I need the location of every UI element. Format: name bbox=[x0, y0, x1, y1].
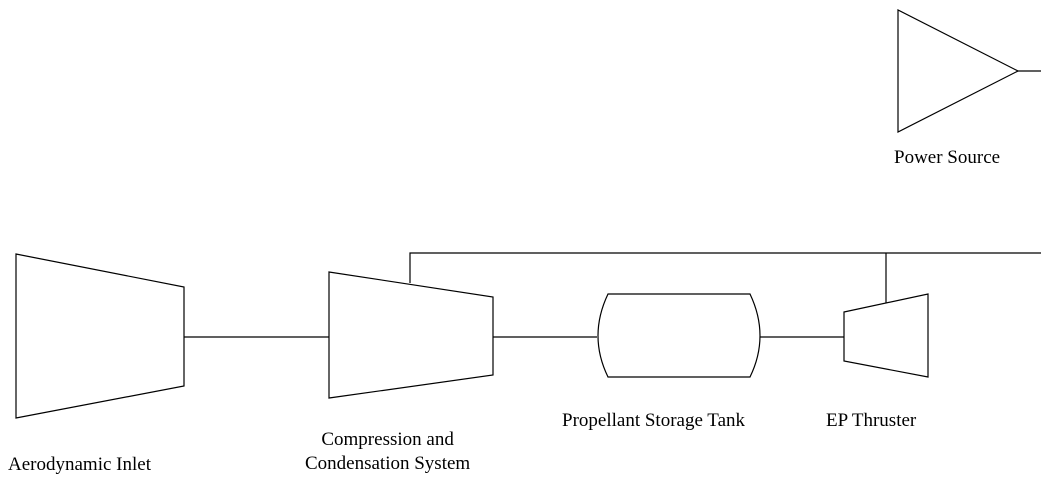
power-source-label: Power Source bbox=[894, 147, 1001, 168]
power-bus-wire bbox=[409, 252, 1041, 283]
propellant-tank-label: Propellant Storage Tank bbox=[562, 410, 746, 431]
ep-thruster-symbol bbox=[843, 293, 929, 378]
ep-thruster-label: EP Thruster bbox=[826, 410, 917, 431]
aerodynamic-inlet-symbol bbox=[15, 253, 185, 419]
compression-system-symbol bbox=[328, 271, 494, 399]
compression-label-line-1: Compression and bbox=[321, 429, 454, 450]
compression-system-label: Compression and Condensation System bbox=[305, 428, 470, 476]
compression-label-line-2: Condensation System bbox=[305, 453, 471, 474]
aerodynamic-inlet-label: Aerodynamic Inlet bbox=[8, 454, 151, 475]
power-source-symbol bbox=[897, 9, 1020, 133]
propellant-tank-symbol bbox=[597, 293, 761, 378]
